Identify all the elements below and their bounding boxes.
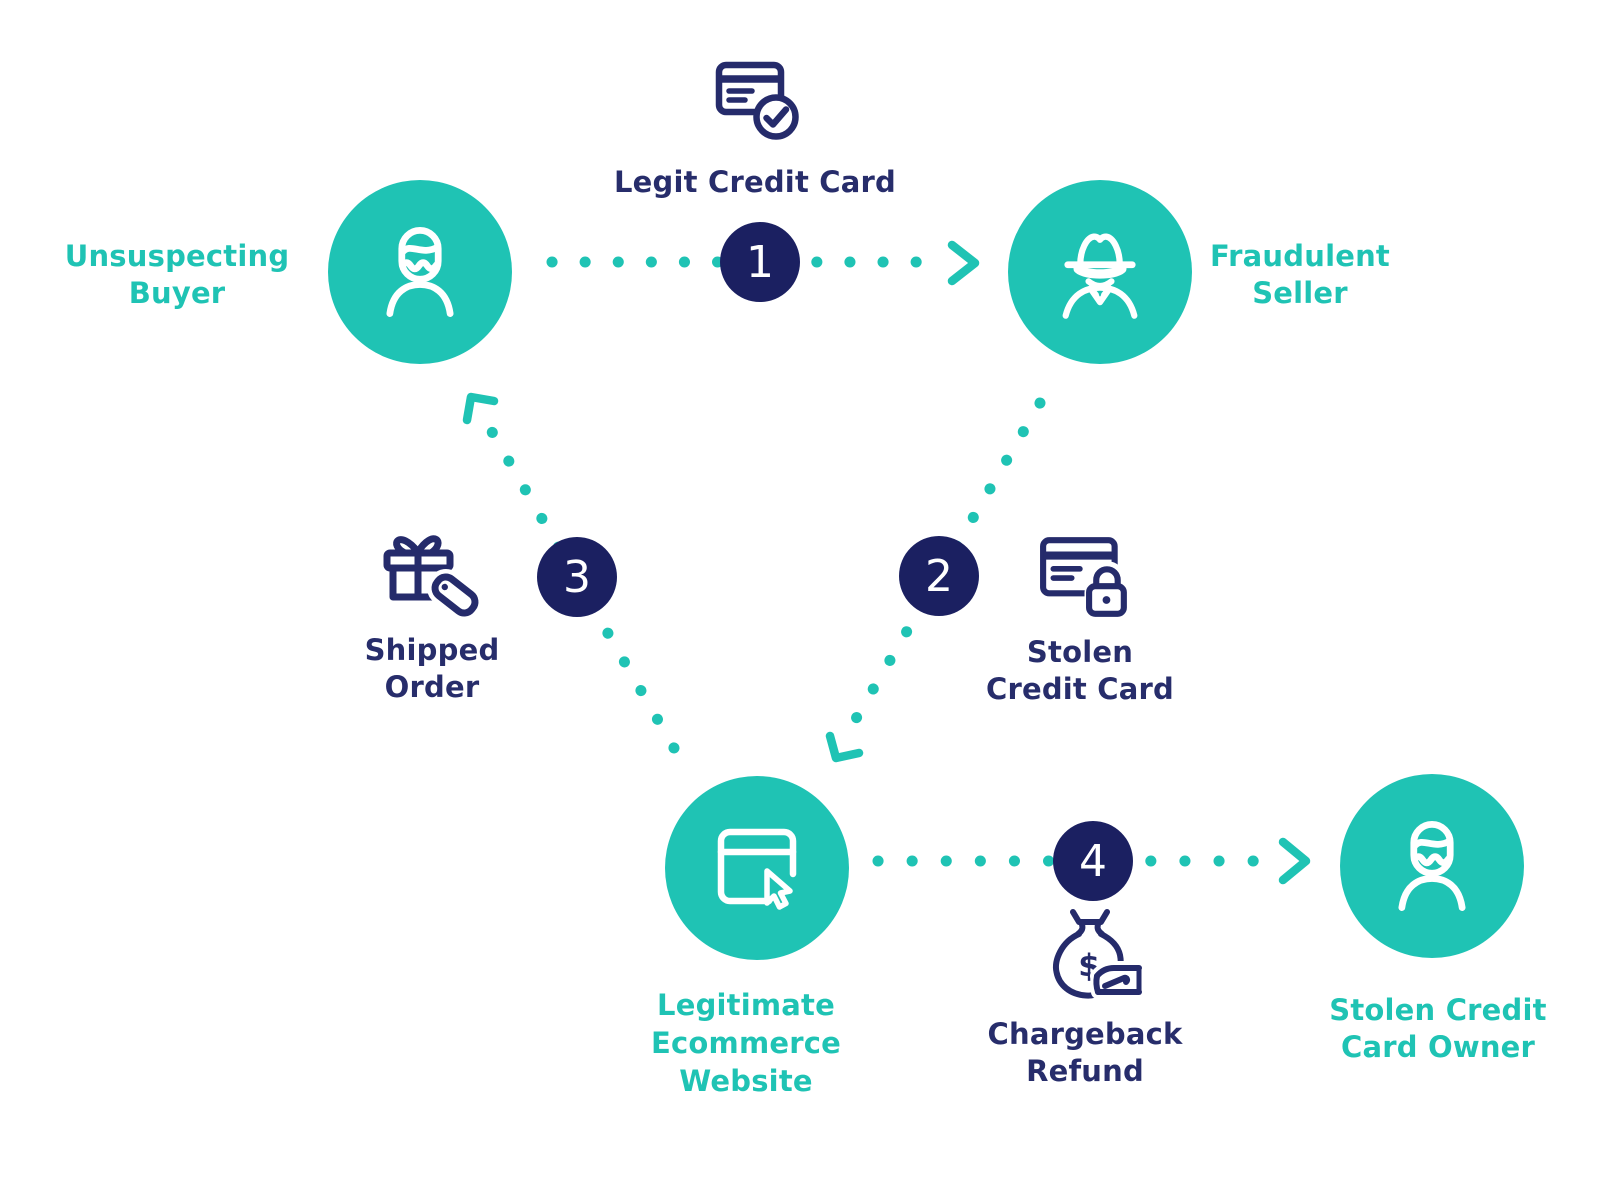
label-line: Seller xyxy=(1252,276,1348,310)
node-legitimate-ecommerce-website xyxy=(665,776,849,960)
step-1-badge: 1 xyxy=(720,222,800,302)
credit-card-check-icon xyxy=(715,56,805,146)
connector-3-arrowhead-icon xyxy=(462,392,499,425)
step-number: 4 xyxy=(1079,835,1107,887)
label-chargeback-refund: Chargeback Refund xyxy=(987,1016,1182,1090)
label-line: Legitimate xyxy=(657,988,835,1022)
label-stolen-credit-card: Stolen Credit Card xyxy=(986,634,1174,708)
node-unsuspecting-buyer xyxy=(328,180,512,364)
step-3-badge: 3 xyxy=(537,537,617,617)
label-legit-credit-card: Legit Credit Card xyxy=(614,164,896,201)
label-line: Unsuspecting xyxy=(64,239,290,273)
label-fraudulent-seller: Fraudulent Seller xyxy=(1210,238,1390,312)
step-2-badge: 2 xyxy=(899,536,979,616)
label-line: Order xyxy=(384,670,480,704)
gift-tag-icon xyxy=(381,522,483,624)
credit-card-lock-icon xyxy=(1038,530,1132,624)
label-line: Credit Card xyxy=(985,672,1175,706)
label-line: Fraudulent xyxy=(1210,239,1390,273)
connector-3-dotted-line xyxy=(478,412,680,754)
label-stolen-credit-card-owner: Stolen Credit Card Owner xyxy=(1329,992,1546,1066)
node-stolen-credit-card-owner xyxy=(1340,774,1524,958)
label-line: Buyer xyxy=(128,276,226,310)
label-line: Refund xyxy=(1026,1054,1144,1088)
label-line: Card Owner xyxy=(1340,1030,1536,1064)
label-line: Website xyxy=(679,1064,813,1098)
label-line: Stolen Credit xyxy=(1329,993,1547,1027)
step-number: 2 xyxy=(925,550,953,602)
person-icon xyxy=(1380,814,1484,918)
connector-2-arrowhead-icon xyxy=(825,731,864,763)
label-shipped-order: Shipped Order xyxy=(365,632,500,706)
person-icon xyxy=(368,220,472,324)
label-line: Shipped xyxy=(364,633,500,667)
step-number: 3 xyxy=(563,551,591,603)
label-line: Ecommerce xyxy=(651,1026,841,1060)
node-fraudulent-seller xyxy=(1008,180,1192,364)
browser-cursor-icon xyxy=(707,818,807,918)
money-bag-hand-icon: $ xyxy=(1048,908,1145,1005)
label-unsuspecting-buyer: Unsuspecting Buyer xyxy=(65,238,290,312)
fraudster-icon xyxy=(1048,220,1152,324)
connector-4-arrowhead-icon xyxy=(1278,837,1311,885)
label-line: Chargeback xyxy=(987,1017,1183,1051)
connector-2-dotted-line xyxy=(848,397,1046,728)
label-line: Stolen xyxy=(1026,635,1134,669)
connector-1-arrowhead-icon xyxy=(947,240,980,286)
label-line: Legit Credit Card xyxy=(613,165,897,199)
label-legitimate-ecommerce-website: Legitimate Ecommerce Website xyxy=(651,986,841,1100)
step-number: 1 xyxy=(746,236,774,288)
step-4-badge: 4 xyxy=(1053,821,1133,901)
